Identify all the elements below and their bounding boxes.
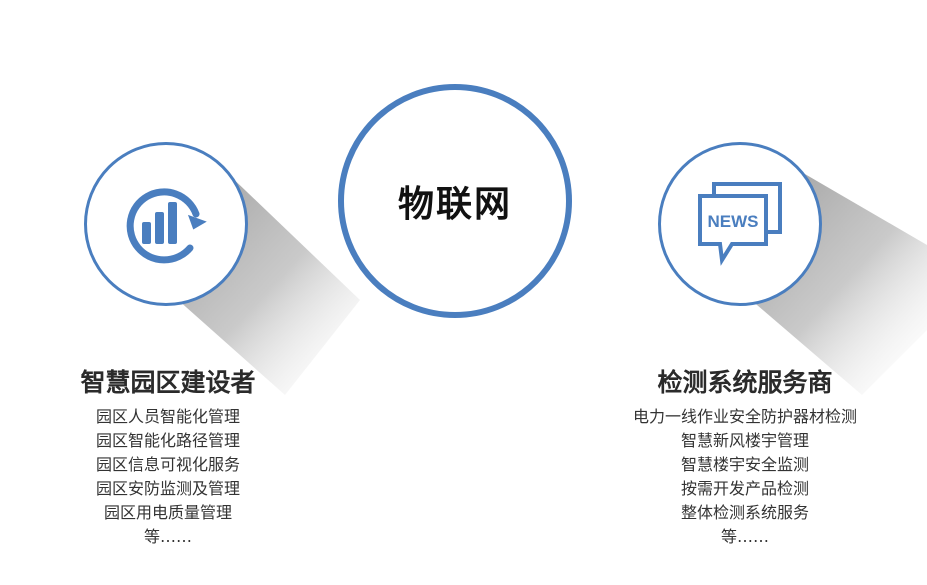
list-item: 园区智能化路径管理 — [95, 431, 240, 450]
list-item: 等…… — [720, 527, 769, 546]
right-circle: NEWS — [658, 142, 822, 306]
list-item: 等…… — [143, 527, 192, 546]
center-circle: 物联网 — [338, 84, 572, 318]
left-list: 园区人员智能化管理 园区智能化路径管理 园区信息可视化服务 园区安防监测及管理 … — [40, 405, 296, 549]
left-circle — [84, 142, 248, 306]
list-item: 电力一线作业安全防护器材检测 — [632, 407, 857, 426]
list-item: 整体检测系统服务 — [680, 503, 809, 522]
list-item: 园区信息可视化服务 — [95, 455, 240, 474]
list-item: 园区安防监测及管理 — [95, 479, 240, 498]
right-list: 电力一线作业安全防护器材检测 智慧新风楼宇管理 智慧楼宇安全监测 按需开发产品检… — [600, 405, 890, 549]
left-title: 智慧园区建设者 — [80, 368, 256, 397]
news-icon-label: NEWS — [708, 212, 759, 231]
list-item: 园区人员智能化管理 — [95, 407, 240, 426]
left-section: 智慧园区建设者 园区人员智能化管理 园区智能化路径管理 园区信息可视化服务 园区… — [40, 363, 296, 549]
right-title: 检测系统服务商 — [657, 368, 833, 397]
news-icon: NEWS — [698, 182, 782, 266]
list-item: 园区用电质量管理 — [103, 503, 232, 522]
bar-chart-refresh-icon — [126, 188, 207, 264]
center-title: 物联网 — [397, 183, 512, 225]
list-item: 按需开发产品检测 — [680, 479, 809, 498]
right-section: 检测系统服务商 电力一线作业安全防护器材检测 智慧新风楼宇管理 智慧楼宇安全监测… — [600, 363, 890, 549]
list-item: 智慧楼宇安全监测 — [680, 455, 809, 474]
list-item: 智慧新风楼宇管理 — [680, 431, 809, 450]
